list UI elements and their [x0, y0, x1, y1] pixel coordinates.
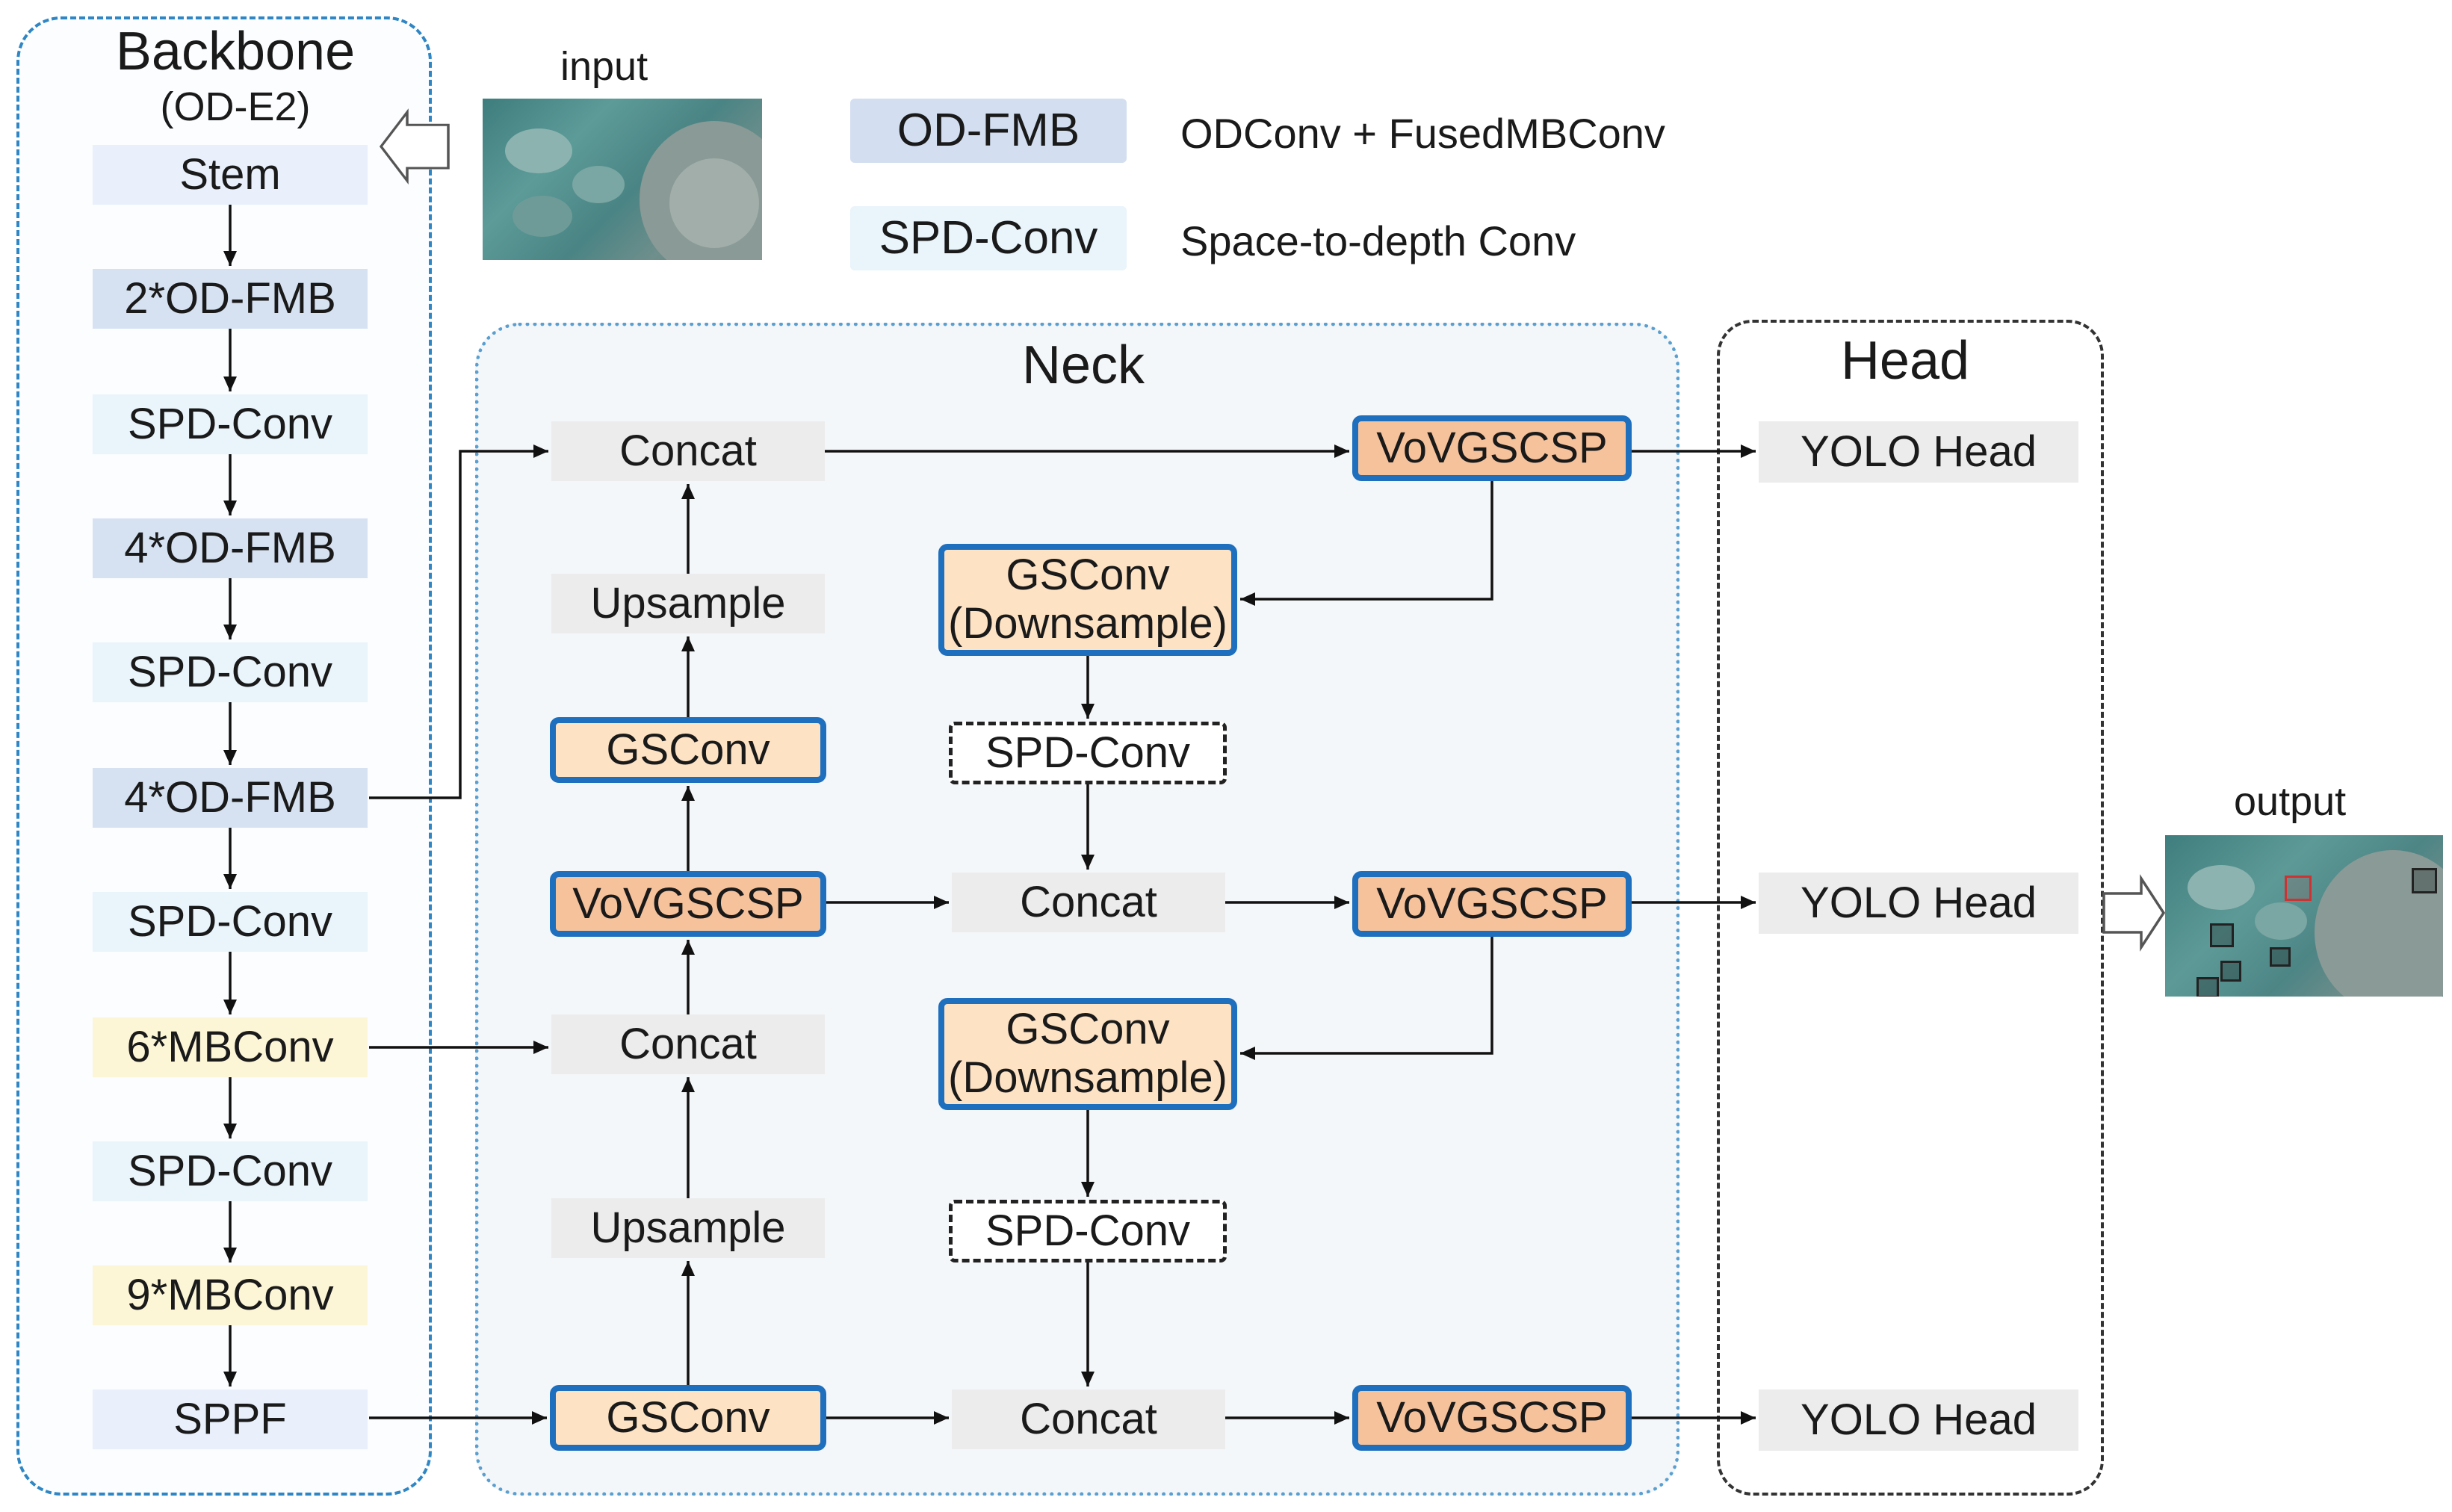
backbone-6x-mbconv: 6*MBConv	[93, 1017, 368, 1077]
head-title: Head	[1840, 331, 1970, 391]
backbone-spd-conv-1: SPD-Conv	[93, 394, 368, 454]
gsconv-down-line1: GSConv	[1006, 1005, 1170, 1054]
gsconv-down-line2: (Downsample)	[948, 599, 1227, 648]
detection-box	[2270, 947, 2291, 967]
head-yolo-head-top: YOLO Head	[1759, 421, 2078, 483]
head-yolo-head-mid: YOLO Head	[1759, 873, 2078, 934]
neck-upsample-bottom: Upsample	[551, 1198, 825, 1258]
neck-concat-right-mid: Concat	[952, 873, 1225, 932]
neck-vovgscsp-right-mid: VoVGSCSP	[1352, 871, 1632, 937]
backbone-subtitle: (OD-E2)	[160, 84, 311, 129]
backbone-spd-conv-4: SPD-Conv	[93, 1141, 368, 1201]
backbone-spd-conv-2: SPD-Conv	[93, 642, 368, 702]
gsconv-down-line2: (Downsample)	[948, 1053, 1227, 1102]
backbone-title: Backbone	[115, 22, 356, 81]
arrow-vovgscsp-to-gsconv-down-top	[1240, 481, 1493, 606]
neck-vovgscsp-mid: VoVGSCSP	[550, 871, 826, 937]
arrow-vovgscsp-to-gsconv-down-bottom	[1240, 937, 1493, 1060]
backbone-9x-mbconv: 9*MBConv	[93, 1265, 368, 1325]
neck-gsconv-mid: GSConv	[550, 717, 826, 783]
backbone-4x-od-fmb-2: 4*OD-FMB	[93, 768, 368, 828]
arrow-4odfmb2-to-concat-top	[369, 444, 548, 799]
legend-spd-conv-desc: Space-to-depth Conv	[1180, 217, 1576, 264]
neck-gsconv-bottom: GSConv	[550, 1385, 826, 1451]
hollow-arrow-output	[2102, 874, 2166, 952]
neck-spd-conv-bottom: SPD-Conv	[949, 1200, 1227, 1262]
backbone-2x-od-fmb: 2*OD-FMB	[93, 269, 368, 329]
neck-vovgscsp-bottom: VoVGSCSP	[1352, 1385, 1632, 1451]
detection-box	[2412, 868, 2437, 893]
input-label: input	[560, 44, 648, 89]
neck-gsconv-downsample-bottom: GSConv (Downsample)	[938, 998, 1237, 1110]
detection-box	[2285, 876, 2312, 901]
neck-upsample-top: Upsample	[551, 574, 825, 633]
legend-od-fmb-box: OD-FMB	[850, 99, 1127, 163]
neck-vovgscsp-top: VoVGSCSP	[1352, 415, 1632, 481]
gsconv-down-line1: GSConv	[1006, 551, 1170, 600]
hollow-arrow-input	[379, 108, 450, 185]
neck-title: Neck	[1021, 335, 1145, 395]
detection-box	[2210, 923, 2234, 947]
detection-box	[2220, 961, 2241, 982]
output-label: output	[2234, 779, 2347, 824]
backbone-stem: Stem	[93, 145, 368, 205]
neck-concat-top: Concat	[551, 421, 825, 481]
neck-concat-bottom: Concat	[952, 1389, 1225, 1449]
legend-od-fmb-desc: ODConv + FusedMBConv	[1180, 110, 1665, 157]
output-image	[2165, 835, 2443, 997]
head-yolo-head-bottom: YOLO Head	[1759, 1389, 2078, 1451]
neck-concat-mid: Concat	[551, 1014, 825, 1074]
backbone-spd-conv-3: SPD-Conv	[93, 892, 368, 952]
legend-spd-conv-box: SPD-Conv	[850, 206, 1127, 270]
neck-gsconv-downsample-top: GSConv (Downsample)	[938, 544, 1237, 656]
backbone-4x-od-fmb-1: 4*OD-FMB	[93, 518, 368, 578]
input-image	[483, 99, 762, 260]
detection-box	[2196, 977, 2219, 997]
neck-spd-conv-top: SPD-Conv	[949, 722, 1227, 784]
backbone-sppf: SPPF	[93, 1389, 368, 1449]
